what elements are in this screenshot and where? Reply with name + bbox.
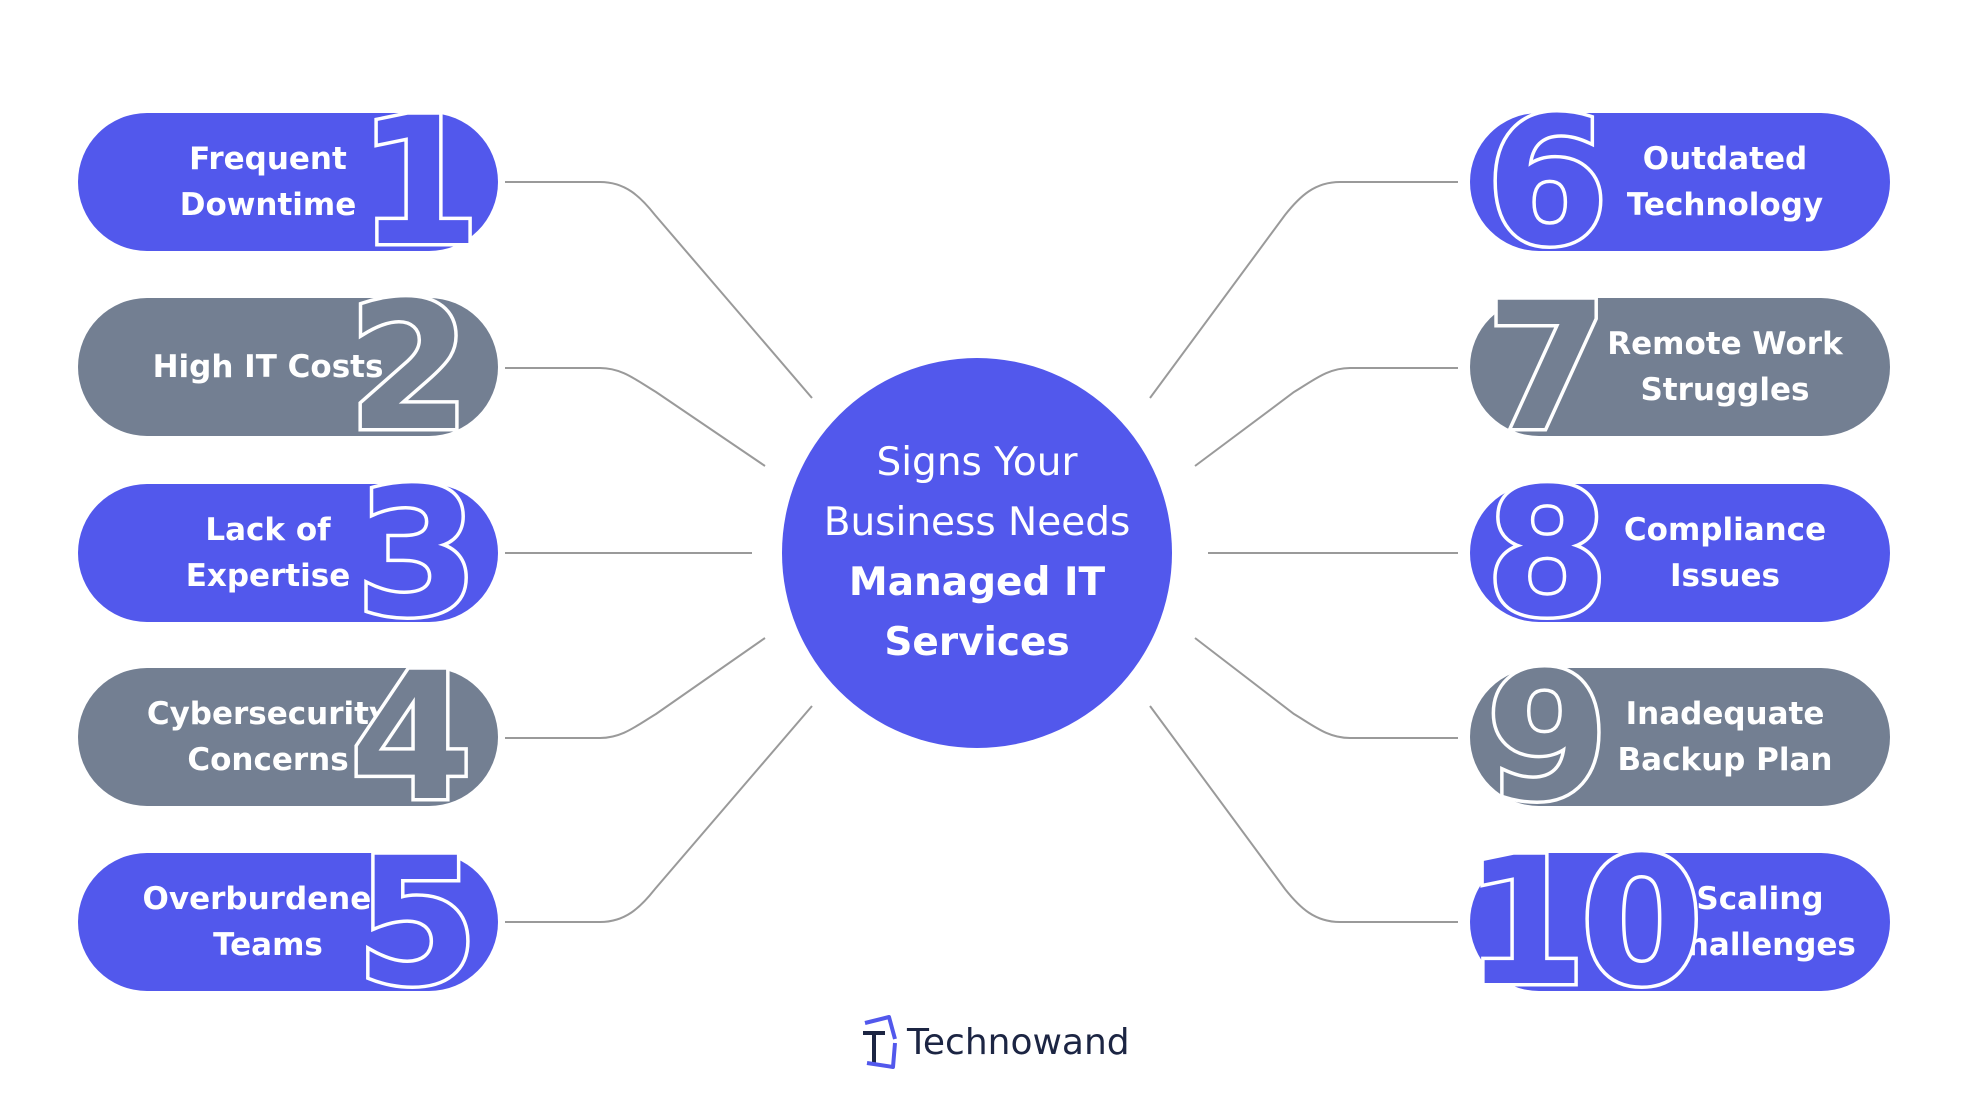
sign-label-7: Remote Work Struggles: [1607, 326, 1843, 408]
sign-label-3: Lack of Expertise: [185, 512, 351, 594]
sign-card-9: Inadequate Backup Plan: [1470, 668, 1890, 806]
sign-card-4: Cybersecurity Concerns: [78, 668, 498, 806]
connector-line-4: [505, 637, 766, 739]
center-title-line-2: Business Needs: [823, 500, 1131, 545]
brand-logo: Technowand: [855, 1012, 1130, 1072]
center-title-circle: Signs Your Business Needs Managed IT Ser…: [782, 358, 1172, 748]
connector-line-10: [1149, 705, 1458, 923]
sign-card-7: Remote Work Struggles: [1470, 298, 1890, 436]
connector-line-1: [505, 181, 813, 399]
brand-name: Technowand: [907, 1021, 1130, 1063]
sign-label-4: Cybersecurity Concerns: [146, 696, 390, 778]
sign-card-2: High IT Costs: [78, 298, 498, 436]
connector-line-5: [505, 705, 813, 923]
sign-card-5: Overburdened Teams: [78, 853, 498, 991]
center-title-line-4: Services: [884, 620, 1070, 665]
center-title-line-3: Managed IT: [848, 560, 1106, 605]
sign-label-2: High IT Costs: [152, 349, 384, 385]
sign-card-1: Frequent Downtime: [78, 113, 498, 251]
connector-line-6: [1149, 181, 1458, 399]
connector-line-9: [1194, 637, 1458, 739]
sign-card-10: Scaling Challenges: [1470, 853, 1890, 991]
sign-card-3: Lack of Expertise: [78, 484, 498, 622]
sign-card-8: Compliance Issues: [1470, 484, 1890, 622]
sign-label-1: Frequent Downtime: [179, 141, 357, 223]
sign-label-9: Inadequate Backup Plan: [1617, 696, 1833, 778]
center-title-line-1: Signs Your: [876, 440, 1078, 485]
connector-line-7: [1194, 367, 1458, 467]
technowand-logo-icon: [863, 1015, 897, 1069]
sign-label-5: Overburdened Teams: [142, 881, 394, 963]
sign-label-10: Scaling Challenges: [1664, 881, 1856, 963]
sign-label-6: Outdated Technology: [1626, 141, 1824, 223]
sign-card-6: Outdated Technology: [1470, 113, 1890, 251]
sign-label-8: Compliance Issues: [1623, 512, 1827, 594]
connector-line-2: [505, 367, 766, 467]
